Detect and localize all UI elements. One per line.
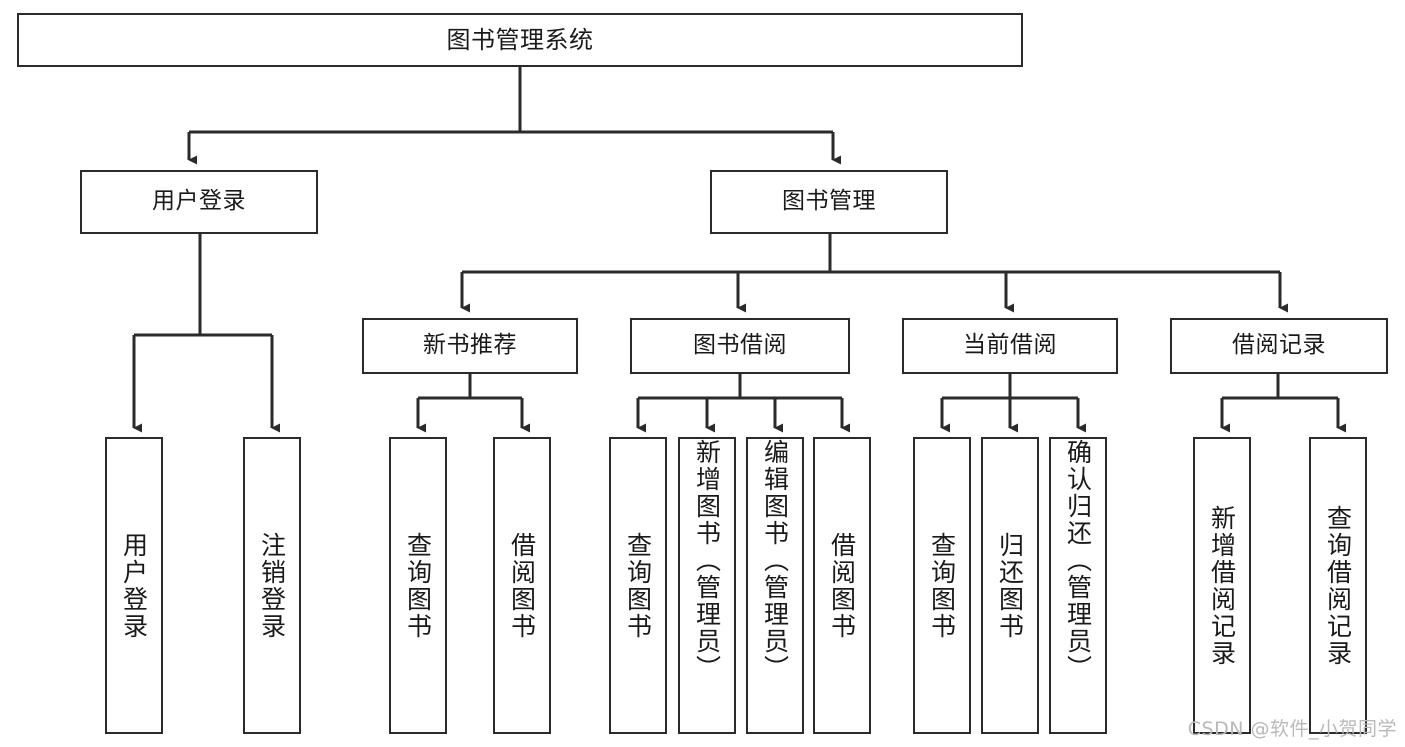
leaf-borrow-edit-book-admin[interactable]: 编辑图书（管理员） (746, 437, 804, 734)
node-label: 查询图书 (927, 531, 957, 640)
node-root-book-management-system[interactable]: 图书管理系统 (17, 13, 1023, 67)
node-label: 编辑图书（管理员） (760, 439, 790, 682)
node-book-borrow[interactable]: 图书借阅 (630, 318, 850, 374)
node-label: 借阅记录 (1232, 332, 1326, 359)
node-label: 归还图书 (995, 531, 1025, 640)
node-label: 新增借阅记录 (1207, 504, 1237, 667)
node-label: 注销登录 (257, 531, 287, 640)
node-new-book-recommend[interactable]: 新书推荐 (362, 318, 578, 374)
node-book-management[interactable]: 图书管理 (710, 170, 948, 234)
node-label: 查询图书 (403, 531, 433, 640)
node-label: 图书管理系统 (446, 25, 594, 54)
node-label: 借阅图书 (507, 531, 537, 640)
leaf-newbook-borrow-book[interactable]: 借阅图书 (493, 437, 551, 734)
node-label: 确认归还（管理员） (1063, 439, 1093, 682)
node-borrow-record[interactable]: 借阅记录 (1170, 318, 1388, 374)
node-label: 新增图书（管理员） (692, 439, 722, 682)
node-label: 用户登录 (152, 188, 246, 215)
leaf-current-confirm-return-admin[interactable]: 确认归还（管理员） (1049, 437, 1107, 734)
leaf-current-return-book[interactable]: 归还图书 (981, 437, 1039, 734)
node-label: 图书管理 (782, 188, 876, 215)
leaf-borrow-add-book-admin[interactable]: 新增图书（管理员） (678, 437, 736, 734)
leaf-record-query-borrow-record[interactable]: 查询借阅记录 (1309, 437, 1367, 734)
leaf-record-add-borrow-record[interactable]: 新增借阅记录 (1193, 437, 1251, 734)
node-label: 当前借阅 (963, 332, 1057, 359)
node-label: 图书借阅 (693, 332, 787, 359)
leaf-borrow-query-book[interactable]: 查询图书 (609, 437, 667, 734)
leaf-borrow-borrow-book[interactable]: 借阅图书 (813, 437, 871, 734)
node-label: 查询借阅记录 (1323, 504, 1353, 667)
node-label: 借阅图书 (827, 531, 857, 640)
leaf-current-query-book[interactable]: 查询图书 (913, 437, 971, 734)
node-user-login[interactable]: 用户登录 (80, 170, 318, 234)
node-label: 查询图书 (623, 531, 653, 640)
node-label: 用户登录 (119, 531, 149, 640)
leaf-newbook-query-book[interactable]: 查询图书 (389, 437, 447, 734)
leaf-logout[interactable]: 注销登录 (243, 437, 301, 734)
watermark: CSDN @软件_小贺同学 (1187, 718, 1397, 740)
leaf-user-login[interactable]: 用户登录 (105, 437, 163, 734)
node-current-borrow[interactable]: 当前借阅 (902, 318, 1118, 374)
node-label: 新书推荐 (423, 332, 517, 359)
